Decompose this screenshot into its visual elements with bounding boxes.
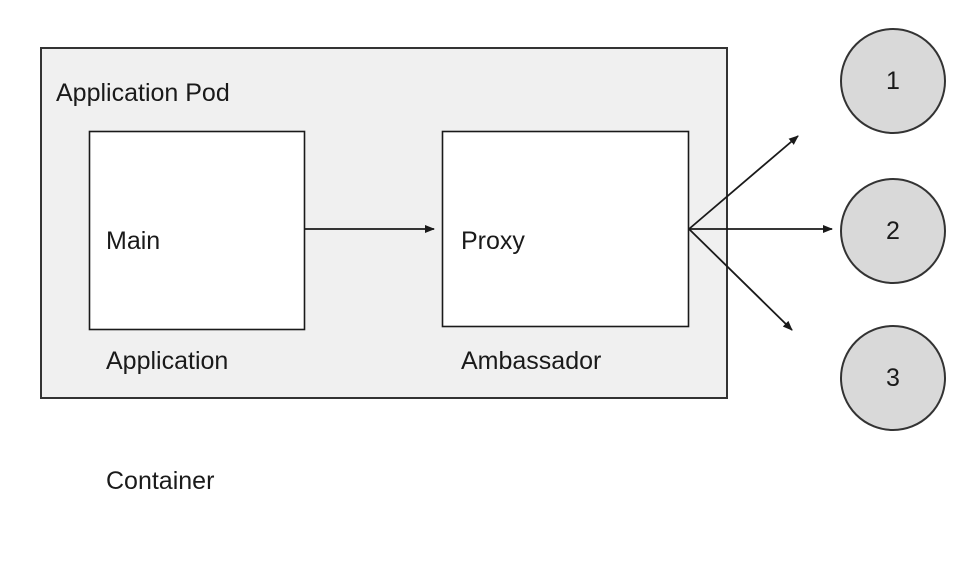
main-application-container-label-line-2: Application <box>106 347 229 375</box>
endpoint-label-3: 3 <box>886 364 900 392</box>
diagram-vector-layer <box>40 28 946 431</box>
endpoint-circle-2[interactable] <box>840 178 946 284</box>
connector-proxy-to-endpoint-3 <box>688 228 793 331</box>
proxy-ambassador-label: Proxy Ambassador <box>461 141 601 461</box>
application-pod-label: Application Pod <box>56 79 230 107</box>
diagram-canvas: Application Pod Main Application Contain… <box>40 28 946 495</box>
main-application-container-label-line-1: Main <box>106 227 161 255</box>
endpoint-circle-1[interactable] <box>840 28 946 134</box>
proxy-ambassador-box <box>441 130 690 328</box>
endpoint-circle-3[interactable] <box>840 325 946 431</box>
connector-proxy-to-endpoint-1 <box>688 135 799 230</box>
main-application-container-label-line-3: Container <box>106 467 215 495</box>
endpoint-label-1: 1 <box>886 67 900 95</box>
proxy-ambassador-label-line-1: Proxy <box>461 227 525 255</box>
main-application-container-label: Main Application Container <box>106 141 228 581</box>
endpoint-label-2: 2 <box>886 217 900 245</box>
main-application-container-box <box>88 130 306 331</box>
proxy-ambassador-label-line-2: Ambassador <box>461 347 602 375</box>
